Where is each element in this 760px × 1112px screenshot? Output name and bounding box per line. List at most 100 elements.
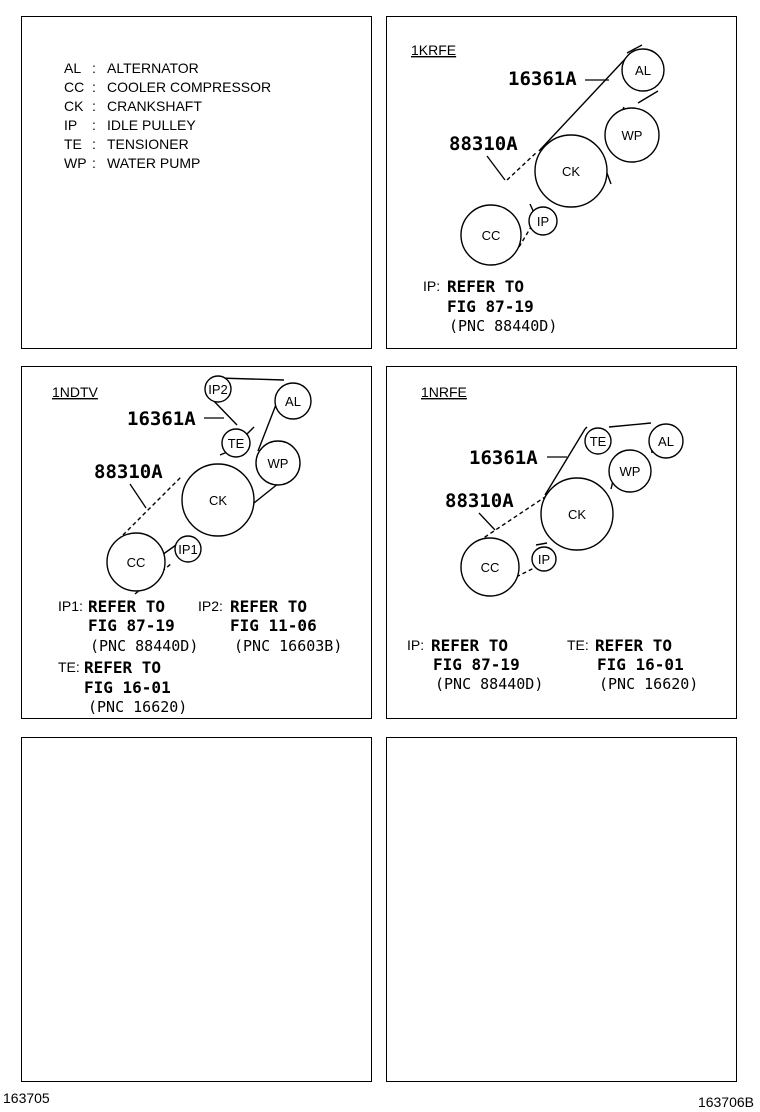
ref-pnc: (PNC 16603B): [234, 637, 342, 655]
footer-code-right: 163706B: [697, 1094, 754, 1110]
pulley-ck: CK: [540, 477, 614, 551]
pulley-ip: IP: [531, 546, 557, 572]
engine-label: 1NDTV: [52, 384, 99, 400]
legend-sep: :: [92, 79, 96, 95]
pulley-label-al: AL: [285, 394, 301, 409]
pulley-ck: CK: [181, 463, 255, 537]
part-number-16361a: 16361A: [508, 68, 577, 90]
leader-line: [486, 155, 506, 181]
legend-row-ck: CK : CRANKSHAFT: [64, 98, 202, 114]
legend-name: IDLE PULLEY: [107, 117, 196, 133]
diagram-panel-1nrfe: 1NRFE TE AL WP CK: [386, 366, 737, 719]
pulley-te: TE: [584, 427, 612, 455]
pulley-al: AL: [621, 48, 665, 92]
empty-panel-left: [21, 737, 372, 1082]
ref-prefix: IP:: [407, 637, 424, 653]
pulley-label-wp: WP: [620, 464, 641, 479]
legend-name: ALTERNATOR: [107, 60, 199, 76]
ref-fig: FIG 87-19: [88, 616, 175, 635]
legend-name: COOLER COMPRESSOR: [107, 79, 271, 95]
pulley-label-al: AL: [658, 434, 674, 449]
ref-pnc: (PNC 88440D): [90, 637, 198, 655]
legend-panel: AL : ALTERNATOR CC : COOLER COMPRESSOR C…: [21, 16, 372, 349]
legend-name: CRANKSHAFT: [107, 98, 202, 114]
footer-code-left: 163705: [3, 1090, 50, 1106]
belt-diagram-1krfe: 1KRFE AL WP CK CC: [411, 42, 665, 335]
pulley-ip1: IP1: [174, 535, 202, 563]
ref-prefix: TE:: [58, 659, 80, 675]
legend-sep: :: [92, 98, 96, 114]
pulley-ip: IP: [528, 206, 558, 236]
leader-line: [478, 512, 496, 531]
legend-code: TE: [64, 136, 82, 152]
part-number-88310a: 88310A: [449, 133, 518, 155]
legend-row-wp: WP : WATER PUMP: [64, 155, 200, 171]
ref-fig: FIG 87-19: [447, 297, 534, 316]
pulley-label-wp: WP: [268, 456, 289, 471]
diagram-panel-1krfe: 1KRFE AL WP CK CC: [386, 16, 737, 349]
pulley-wp: WP: [604, 107, 660, 163]
pulley-label-al: AL: [635, 63, 651, 78]
ref-fig: FIG 11-06: [230, 616, 317, 635]
pulley-cc: CC: [460, 204, 522, 266]
ref-pnc: (PNC 88440D): [435, 675, 543, 693]
part-number-16361a: 16361A: [127, 408, 196, 430]
ref-fig: FIG 16-01: [597, 655, 684, 674]
empty-panel-right: [386, 737, 737, 1082]
legend-row-ip: IP : IDLE PULLEY: [64, 117, 196, 133]
legend-svg: AL : ALTERNATOR CC : COOLER COMPRESSOR C…: [64, 60, 271, 171]
ref-prefix: IP1:: [58, 598, 83, 614]
pulley-wp: WP: [255, 440, 301, 486]
legend-code: CK: [64, 98, 84, 114]
pulley-cc: CC: [460, 537, 520, 597]
pulley-label-ip2: IP2: [208, 382, 228, 397]
pulley-label-te: TE: [590, 434, 607, 449]
ref-prefix: TE:: [567, 637, 589, 653]
pulley-label-ip: IP: [538, 552, 550, 567]
ref-title: REFER TO: [595, 636, 672, 655]
ref-pnc: (PNC 88440D): [449, 317, 557, 335]
pulley-label-cc: CC: [127, 555, 146, 570]
belt-diagram-1nrfe: 1NRFE TE AL WP CK: [407, 384, 698, 693]
pulley-label-te: TE: [228, 436, 245, 451]
part-number-16361a: 16361A: [469, 447, 538, 469]
legend-code: IP: [64, 117, 77, 133]
pulley-te: TE: [221, 428, 251, 458]
pulley-label-cc: CC: [481, 560, 500, 575]
pulley-ip2: IP2: [204, 375, 232, 403]
ref-title: REFER TO: [88, 597, 165, 616]
legend-row-cc: CC : COOLER COMPRESSOR: [64, 79, 271, 95]
part-number-88310a: 88310A: [94, 461, 163, 483]
pulley-al: AL: [274, 382, 312, 420]
diagram-panel-1ndtv: 1NDTV IP2 AL TE WP: [21, 366, 372, 719]
ref-title: REFER TO: [447, 277, 524, 296]
engine-label: 1KRFE: [411, 42, 456, 58]
pulley-ck: CK: [534, 134, 608, 208]
pulley-label-ck: CK: [562, 164, 580, 179]
pulley-label-ck: CK: [209, 493, 227, 508]
ref-title: REFER TO: [84, 658, 161, 677]
legend-sep: :: [92, 155, 96, 171]
ref-prefix: IP:: [423, 278, 440, 294]
ref-pnc: (PNC 16620): [599, 675, 698, 693]
legend-sep: :: [92, 136, 96, 152]
pulley-label-wp: WP: [622, 128, 643, 143]
legend-code: CC: [64, 79, 84, 95]
legend-row-al: AL : ALTERNATOR: [64, 60, 199, 76]
part-number-88310a: 88310A: [445, 490, 514, 512]
legend-code: AL: [64, 60, 81, 76]
ref-prefix: IP2:: [198, 598, 223, 614]
legend-name: WATER PUMP: [107, 155, 200, 171]
ref-fig: FIG 16-01: [84, 678, 171, 697]
legend-sep: :: [92, 117, 96, 133]
pulley-label-ip: IP: [537, 214, 549, 229]
legend-row-te: TE : TENSIONER: [64, 136, 189, 152]
leader-line: [129, 483, 147, 509]
pulley-label-ck: CK: [568, 507, 586, 522]
pulley-label-cc: CC: [482, 228, 501, 243]
ref-pnc: (PNC 16620): [88, 698, 187, 716]
ref-title: REFER TO: [431, 636, 508, 655]
pulley-label-ip1: IP1: [178, 542, 198, 557]
belt-diagram-1ndtv: 1NDTV IP2 AL TE WP: [52, 375, 342, 716]
engine-label: 1NRFE: [421, 384, 467, 400]
